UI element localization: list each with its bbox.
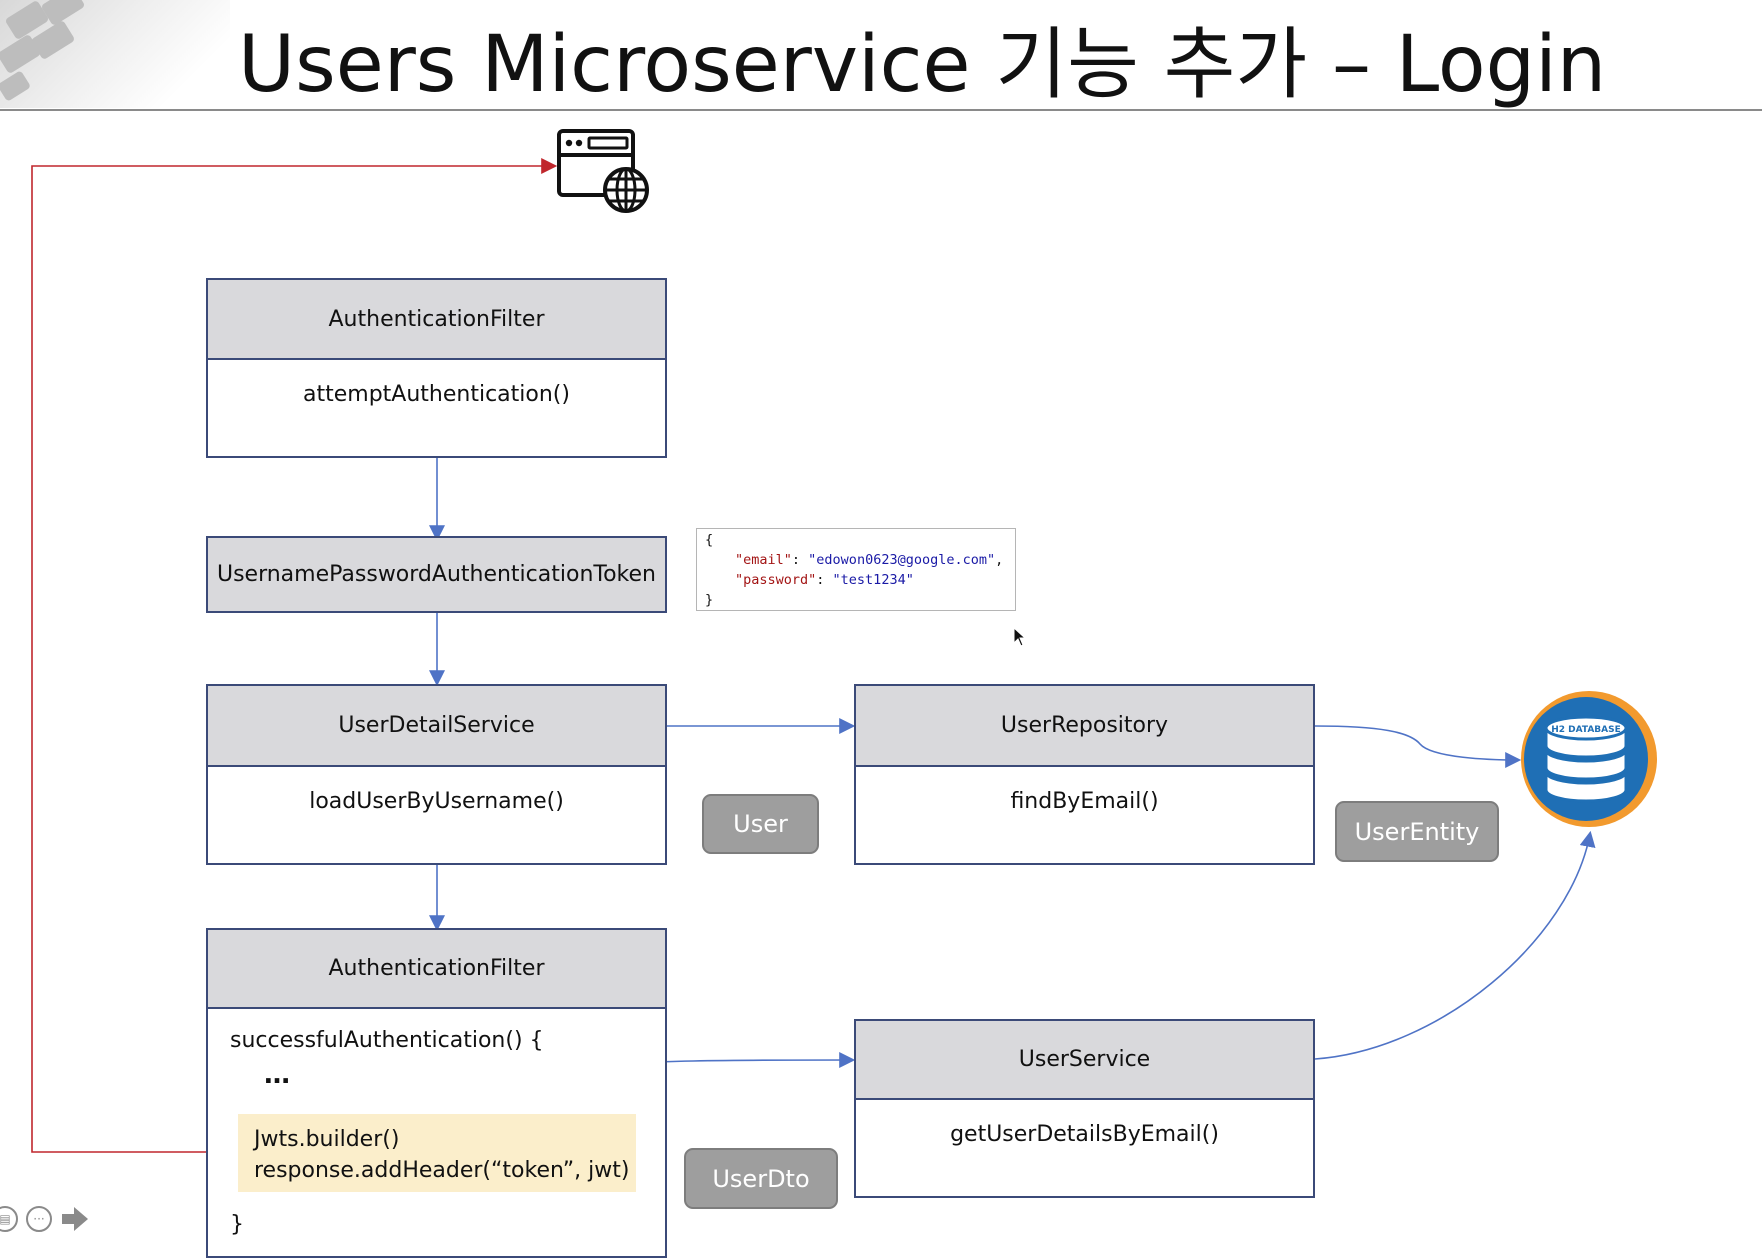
box-method: findByEmail()	[1010, 789, 1159, 814]
json-password-value: "test1234"	[832, 572, 914, 588]
authentication-filter-box: AuthenticationFilter attemptAuthenticati…	[206, 278, 667, 458]
add-header-line: response.addHeader(“token”, jwt)	[254, 1158, 630, 1183]
username-password-token-box: UsernamePasswordAuthenticationToken	[206, 536, 667, 613]
browser-globe-icon	[557, 129, 649, 213]
slideshow-controls: ▤ ···	[0, 1206, 90, 1232]
json-request-sample: { "email": "edowon0623@google.com", "pas…	[696, 528, 1016, 611]
title-divider	[0, 109, 1762, 111]
json-email-line: "email": "edowon0623@google.com",	[735, 552, 1004, 568]
user-entity-pill: UserEntity	[1335, 801, 1499, 862]
user-repository-box: UserRepository findByEmail()	[854, 684, 1315, 865]
box-method: attemptAuthentication()	[303, 382, 570, 407]
response-return-arrow	[31, 158, 558, 1153]
json-email-value: "edowon0623@google.com"	[808, 552, 996, 568]
authentication-filter-success-box: AuthenticationFilter	[206, 928, 667, 1258]
box-header: AuthenticationFilter	[208, 930, 665, 1009]
user-detail-service-box: UserDetailService loadUserByUsername()	[206, 684, 667, 865]
box-header: UserDetailService	[208, 686, 665, 767]
box-header: AuthenticationFilter	[208, 280, 665, 360]
user-dto-pill: UserDto	[684, 1148, 838, 1209]
box-method: getUserDetailsByEmail()	[950, 1122, 1219, 1147]
json-password-key: "password"	[735, 572, 817, 588]
box-method: loadUserByUsername()	[309, 789, 564, 814]
closing-brace: }	[230, 1212, 244, 1237]
jwt-code-highlight: Jwts.builder() response.addHeader(“token…	[238, 1114, 636, 1192]
arrow-repository-to-database	[1314, 725, 1522, 768]
json-email-key: "email"	[735, 552, 792, 568]
ellipsis-line: …	[264, 1060, 290, 1090]
successful-authentication-line: successfulAuthentication() {	[230, 1028, 544, 1053]
database-label: H2 DATABASE	[1551, 725, 1621, 735]
slides-icon[interactable]: ▤	[0, 1206, 18, 1232]
json-close-brace: }	[705, 592, 714, 608]
mouse-cursor-icon	[1013, 627, 1027, 647]
user-service-box: UserService getUserDetailsByEmail()	[854, 1019, 1315, 1198]
arrow-userservice-to-database	[1314, 830, 1596, 1060]
next-slide-icon[interactable]	[60, 1206, 90, 1232]
slide-title: Users Microservice 기능 추가 – Login	[238, 20, 1607, 110]
box-header: UserRepository	[856, 686, 1313, 767]
box-header: UserService	[856, 1021, 1313, 1100]
more-options-icon[interactable]: ···	[26, 1206, 52, 1232]
json-password-line: "password": "test1234"	[735, 572, 914, 588]
json-open-brace: {	[705, 532, 714, 548]
h2-database-icon: H2 DATABASE	[1521, 691, 1657, 827]
user-pill: User	[702, 794, 819, 854]
box-header: UsernamePasswordAuthenticationToken	[216, 562, 656, 587]
corner-decoration	[0, 0, 230, 108]
jwt-builder-line: Jwts.builder()	[254, 1127, 400, 1152]
